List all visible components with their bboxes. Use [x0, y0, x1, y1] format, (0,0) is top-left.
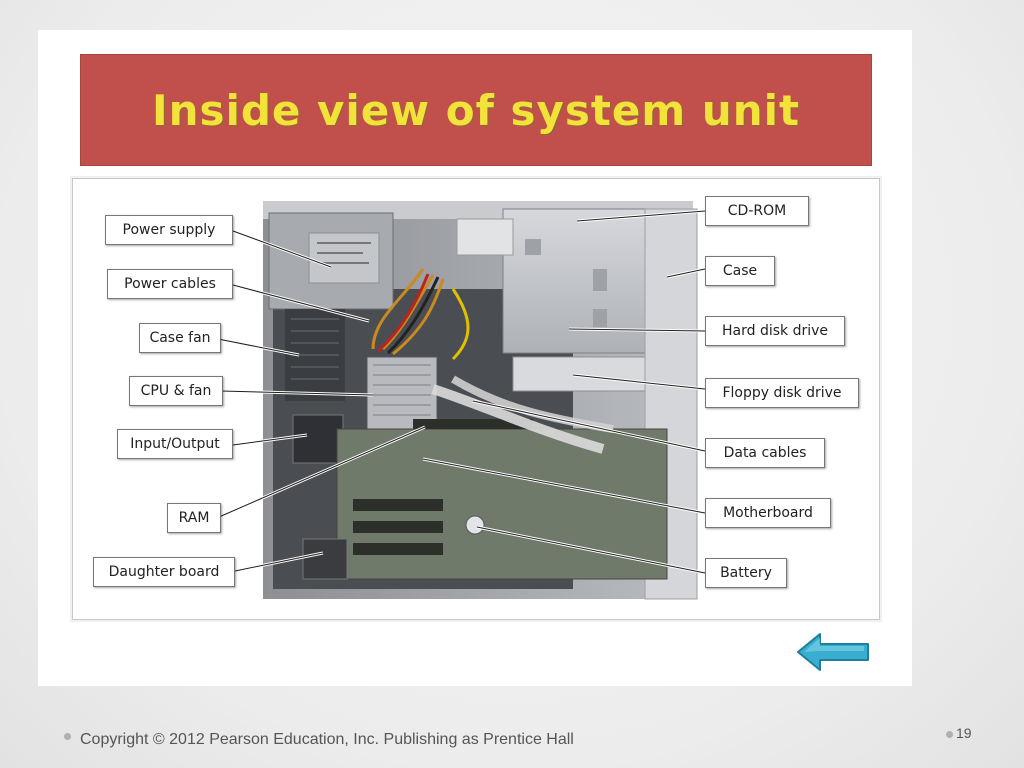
label-motherboard: Motherboard	[705, 498, 831, 528]
label-cd-rom: CD-ROM	[705, 196, 809, 226]
left-arrow-icon[interactable]	[796, 630, 870, 674]
footer-bullet	[64, 733, 71, 740]
slide-title: Inside view of system unit	[151, 85, 801, 135]
label-daughter-board: Daughter board	[93, 557, 235, 587]
cd-rom-drive	[456, 218, 514, 256]
label-case: Case	[705, 256, 775, 286]
system-unit-photo	[217, 201, 706, 600]
label-case-fan: Case fan	[139, 323, 221, 353]
page-number: 19	[956, 725, 972, 741]
label-data-cables: Data cables	[705, 438, 825, 468]
expansion-slot	[353, 499, 443, 511]
copyright-text: Copyright © 2012 Pearson Education, Inc.…	[80, 731, 574, 748]
label-battery: Battery	[705, 558, 787, 588]
io-ports	[292, 414, 344, 464]
system-unit-figure: Power supply Power cables Case fan CPU &…	[72, 178, 880, 620]
daughter-board-card	[302, 538, 348, 580]
label-input-output: Input/Output	[117, 429, 233, 459]
label-hard-disk-drive: Hard disk drive	[705, 316, 845, 346]
label-power-supply: Power supply	[105, 215, 233, 245]
label-floppy-disk-drive: Floppy disk drive	[705, 378, 859, 408]
power-supply-sticker	[308, 232, 380, 284]
expansion-slot	[353, 521, 443, 533]
cmos-battery	[465, 515, 485, 535]
label-power-cables: Power cables	[107, 269, 233, 299]
ribbon-cable	[431, 384, 605, 454]
cpu-heatsink	[366, 356, 438, 430]
expansion-slot	[353, 543, 443, 555]
label-ram: RAM	[167, 503, 221, 533]
page-number-bullet	[946, 731, 953, 738]
title-bar: Inside view of system unit	[80, 54, 872, 166]
ram-slot	[413, 419, 533, 429]
leader-lines-dark	[217, 210, 706, 574]
floppy-drive-bay	[512, 356, 664, 392]
label-cpu-fan: CPU & fan	[129, 376, 223, 406]
